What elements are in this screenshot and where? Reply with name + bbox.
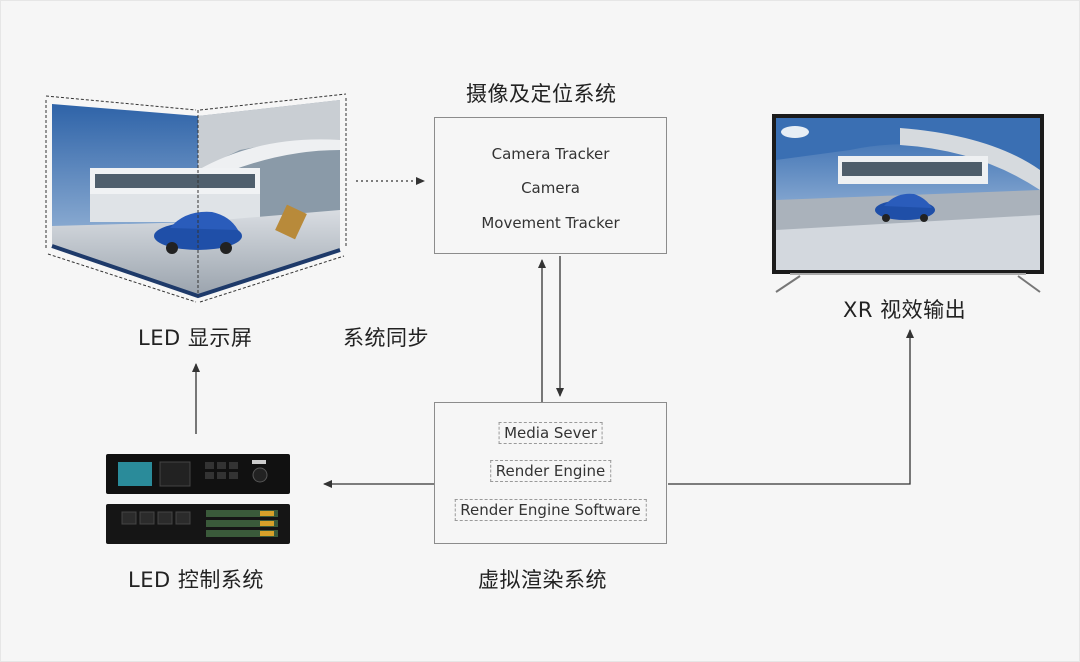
camera-text: Camera — [521, 179, 580, 197]
led-wall-left-panel — [51, 100, 341, 299]
xr-output-tv — [772, 114, 1044, 293]
led-controller-devices — [106, 454, 290, 544]
camera-tracker-text: Camera Tracker — [491, 145, 610, 163]
movement-tracker-text: Movement Tracker — [481, 214, 620, 232]
led-control-label: LED 控制系统 — [128, 568, 264, 592]
render-engine-tag: Render Engine — [489, 460, 612, 482]
render-system-label: 虚拟渲染系统 — [478, 568, 607, 592]
xr-output-label: XR 视效输出 — [843, 298, 967, 322]
camera-system-box: Camera Tracker Camera Movement Tracker — [434, 117, 667, 254]
render-engine-software-tag: Render Engine Software — [454, 499, 647, 521]
sync-label: 系统同步 — [343, 326, 429, 350]
led-wall-dimension-lines — [45, 93, 347, 303]
render-to-xr-output-arrow — [668, 329, 914, 485]
media-server-tag: Media Sever — [498, 422, 603, 444]
camera-system-label: 摄像及定位系统 — [466, 82, 617, 106]
render-system-box: Media Sever Render Engine Render Engine … — [434, 402, 667, 544]
led-display-label: LED 显示屏 — [138, 326, 253, 350]
